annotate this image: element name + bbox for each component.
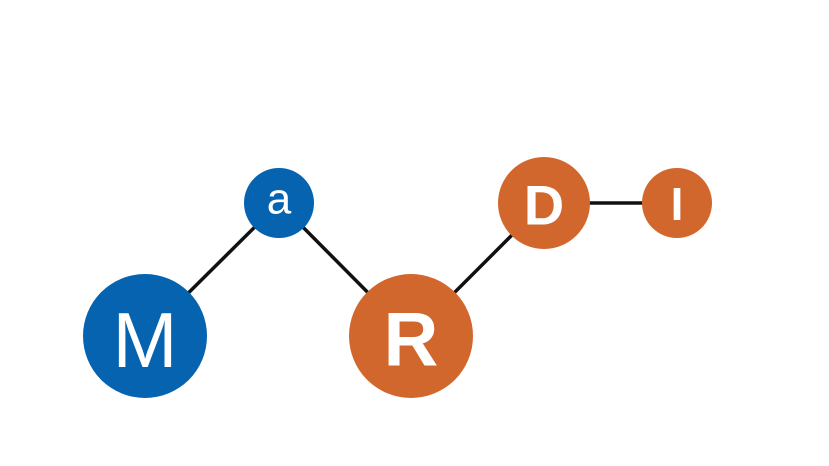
node-m-circle (83, 274, 207, 398)
node-i-circle (642, 168, 712, 238)
node-i-letter: I (671, 178, 684, 230)
node-d: D (498, 157, 590, 249)
node-r-circle (349, 274, 473, 398)
node-a-letter: a (267, 175, 292, 224)
node-i: I (642, 168, 712, 238)
node-d-letter: D (524, 174, 564, 237)
node-r: R (349, 274, 473, 398)
node-a-circle (244, 168, 314, 238)
node-d-circle (498, 157, 590, 249)
node-a: a (244, 168, 314, 238)
node-m: M (83, 274, 207, 398)
node-r-letter: R (384, 298, 439, 383)
node-m-letter: M (113, 296, 178, 384)
